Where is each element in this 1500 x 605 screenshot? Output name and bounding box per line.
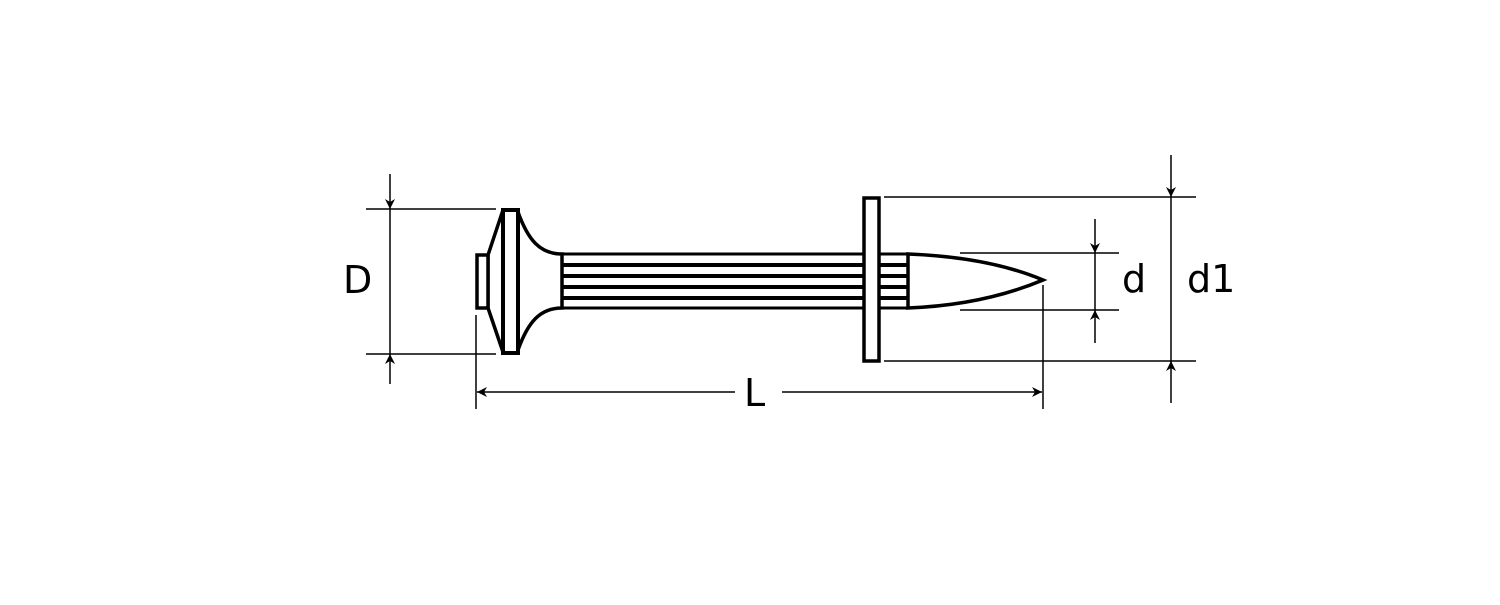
nail-head-cap [475, 253, 490, 310]
dimension-d [960, 219, 1119, 343]
dimension-d1 [884, 155, 1196, 403]
label-d: d [1122, 257, 1146, 301]
nail-tip [906, 252, 1048, 310]
dimension-L [475, 285, 1044, 409]
nail-head-fillet [516, 211, 564, 351]
washer [862, 196, 881, 363]
nail [475, 196, 1048, 363]
nail-head-cone [486, 209, 505, 353]
label-d1: d1 [1187, 257, 1235, 301]
nail-head-flange [501, 208, 520, 355]
label-D: D [343, 258, 372, 302]
nail-shank [560, 252, 910, 310]
label-L: L [744, 371, 765, 415]
dimension-D [366, 174, 496, 384]
